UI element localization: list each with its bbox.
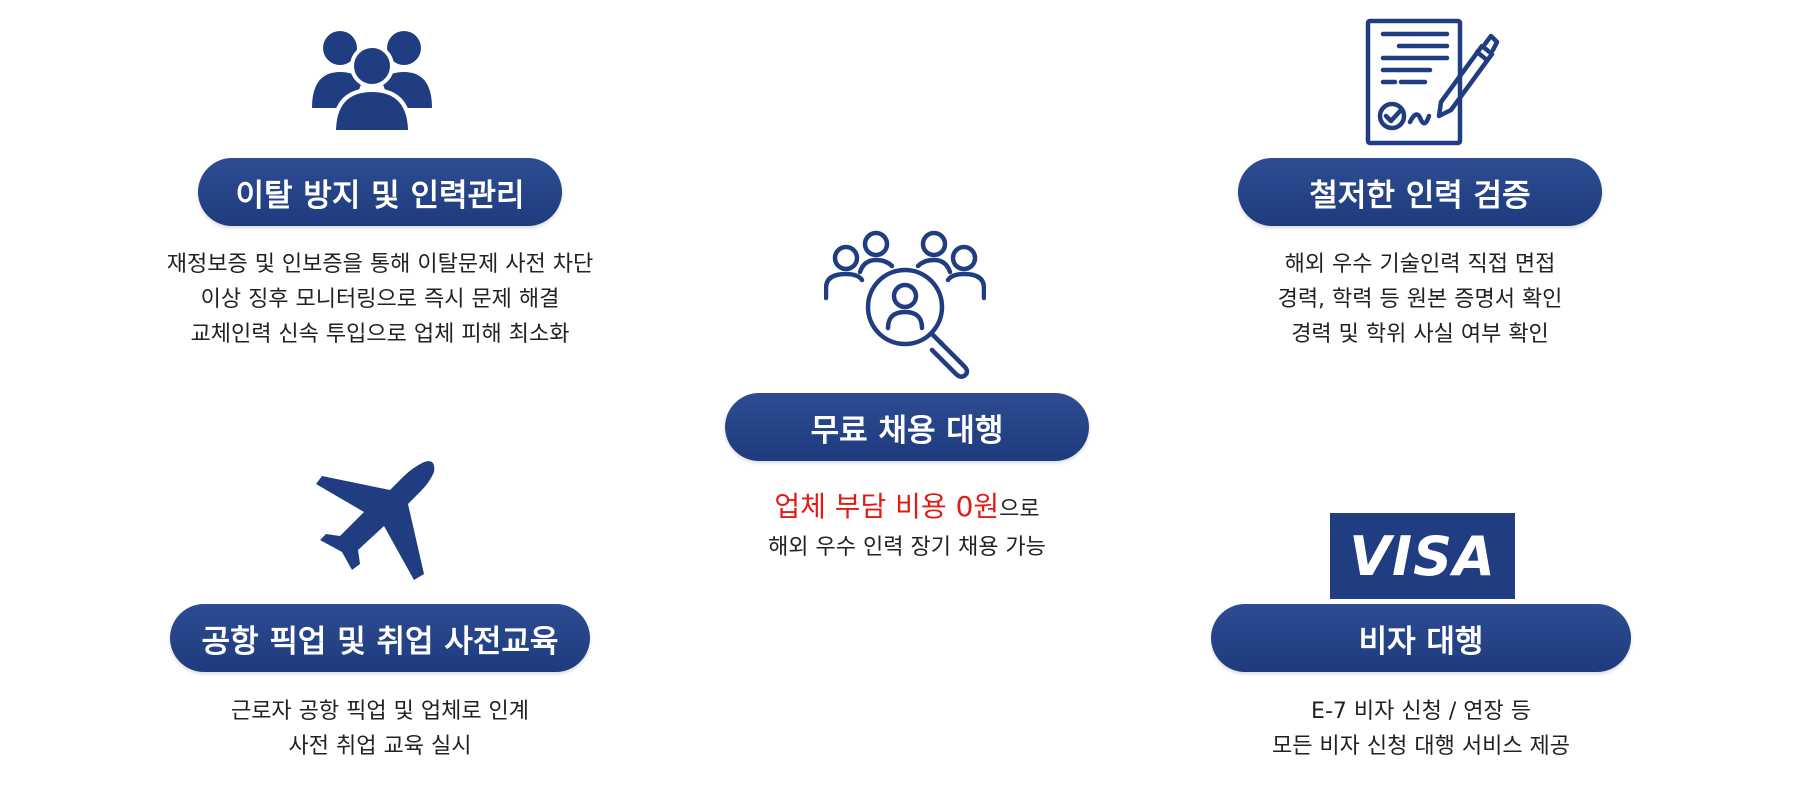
airport-description: 근로자 공항 픽업 및 업체로 인계 사전 취업 교육 실시 bbox=[170, 694, 590, 764]
visa-logo-text: VISA bbox=[1349, 524, 1496, 588]
retention-line: 교체인력 신속 투입으로 업체 피해 최소화 bbox=[190, 322, 570, 347]
people-group-icon bbox=[312, 31, 432, 134]
visa-line: E-7 비자 신청 / 연장 등 bbox=[1311, 699, 1531, 724]
verification-line: 해외 우수 기술인력 직접 면접 bbox=[1284, 252, 1556, 277]
airport-line: 사전 취업 교육 실시 bbox=[288, 734, 472, 759]
free-recruit-title: 무료 채용 대행 bbox=[725, 393, 1089, 461]
airplane-icon bbox=[316, 461, 435, 580]
cost-highlight-suffix: 으로 bbox=[999, 497, 1040, 522]
free-recruit-highlight-line: 업체 부담 비용 0원으로 bbox=[700, 488, 1114, 529]
free-recruit-description: 업체 부담 비용 0원으로 해외 우수 인력 장기 채용 가능 bbox=[700, 488, 1114, 567]
verification-title: 철저한 인력 검증 bbox=[1238, 158, 1602, 226]
airport-line: 근로자 공항 픽업 및 업체로 인계 bbox=[230, 699, 530, 724]
verification-line: 경력 및 학위 사실 여부 확인 bbox=[1291, 322, 1549, 347]
verification-description: 해외 우수 기술인력 직접 면접 경력, 학력 등 원본 증명서 확인 경력 및… bbox=[1220, 247, 1620, 352]
candidate-search-icon bbox=[824, 230, 986, 379]
retention-title: 이탈 방지 및 인력관리 bbox=[198, 158, 562, 226]
visa-line: 모든 비자 신청 대행 서비스 제공 bbox=[1271, 734, 1571, 759]
contract-signing-icon bbox=[1365, 18, 1500, 146]
retention-line: 이상 징후 모니터링으로 즉시 문제 해결 bbox=[200, 287, 560, 312]
retention-description: 재정보증 및 인보증을 통해 이탈문제 사전 차단 이상 징후 모니터링으로 즉… bbox=[130, 247, 630, 352]
airport-title: 공항 픽업 및 취업 사전교육 bbox=[170, 604, 590, 672]
cost-highlight: 업체 부담 비용 0원 bbox=[774, 490, 1000, 523]
free-recruit-line: 해외 우수 인력 장기 채용 가능 bbox=[768, 535, 1046, 560]
retention-line: 재정보증 및 인보증을 통해 이탈문제 사전 차단 bbox=[166, 252, 594, 277]
visa-description: E-7 비자 신청 / 연장 등 모든 비자 신청 대행 서비스 제공 bbox=[1221, 694, 1621, 764]
visa-card-icon: VISA bbox=[1330, 513, 1515, 599]
visa-title: 비자 대행 bbox=[1211, 604, 1631, 672]
verification-line: 경력, 학력 등 원본 증명서 확인 bbox=[1277, 287, 1563, 312]
